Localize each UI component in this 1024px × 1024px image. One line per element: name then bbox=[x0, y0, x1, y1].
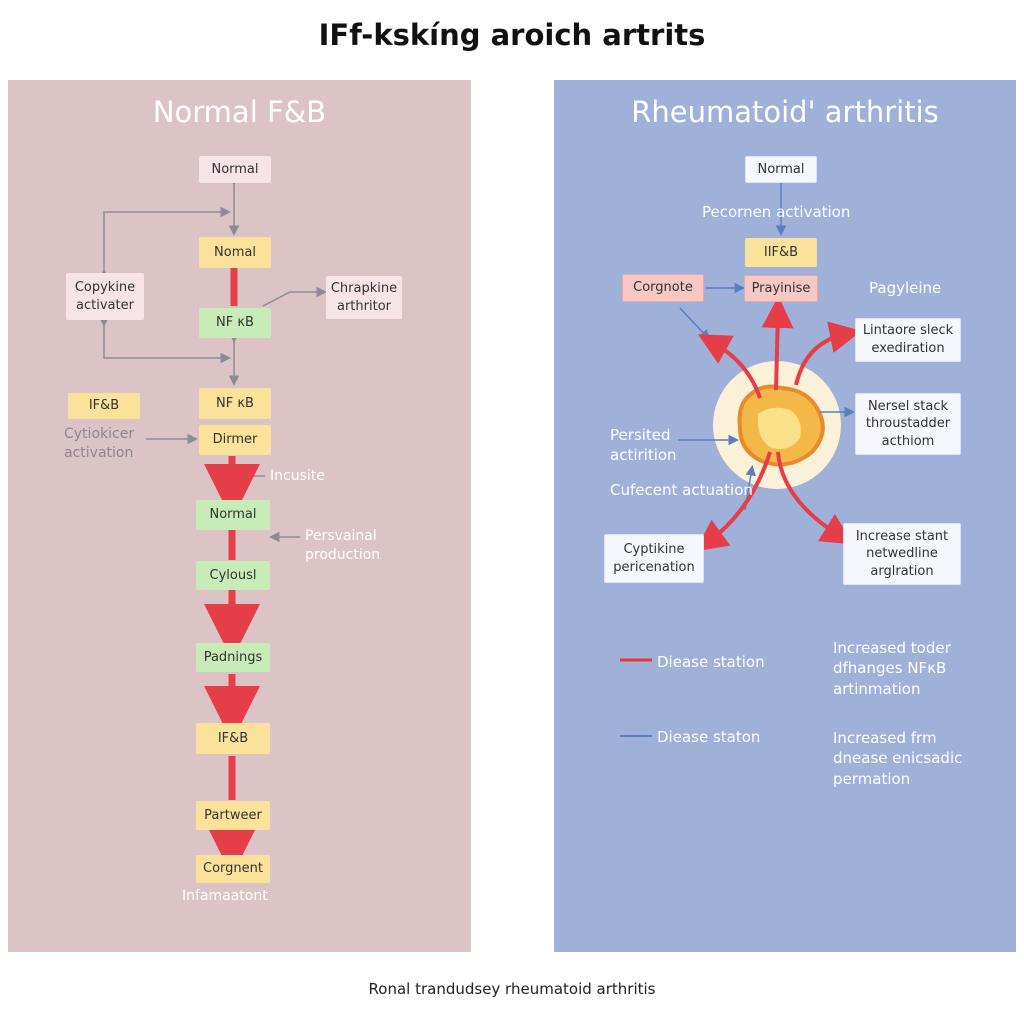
left-label-incusite: Incusite bbox=[270, 467, 325, 486]
left-box-partweer: Partweer bbox=[196, 801, 270, 830]
right-box-increase-stant: Increase stant netwedline arglration bbox=[843, 523, 961, 585]
left-box-ifkb-2: IF&B bbox=[196, 723, 270, 754]
left-box-normal-top: Normal bbox=[199, 156, 271, 183]
right-legend-red-label: Diease station bbox=[657, 652, 765, 672]
left-box-nfkb-2: NF κB bbox=[199, 388, 271, 419]
diagram-caption: Ronal trandudsey rheumatoid arthritis bbox=[0, 980, 1024, 998]
right-box-prayinise: Prayinise bbox=[744, 275, 818, 302]
right-label-cufecent: Cufecent actuation bbox=[610, 480, 753, 500]
right-box-corgnote: Corgnote bbox=[622, 274, 704, 302]
left-box-cytokine-activater: Copykine activater bbox=[66, 273, 144, 320]
right-box-cyptikine: Cyptikine pericenation bbox=[604, 534, 704, 583]
left-label-cytokicer: Cytiokicer activation bbox=[64, 425, 144, 463]
left-box-corgnent: Corgnent bbox=[196, 855, 270, 883]
left-box-nfkb: NF κB bbox=[199, 308, 271, 338]
left-box-ifkb: IF&B bbox=[68, 393, 140, 419]
left-box-normal-mid: Normal bbox=[196, 500, 270, 530]
right-legend-blue-label: Diease staton bbox=[657, 727, 760, 747]
right-label-increased-toder: Increased toder dfhanges NFκB artinmatio… bbox=[833, 638, 973, 699]
right-box-ifkb: IIF&B bbox=[745, 238, 817, 267]
left-box-padnings: Padnings bbox=[196, 643, 270, 672]
left-box-chrapkine: Chrapkine arthritor bbox=[326, 276, 402, 319]
left-box-cylousl: Cylousl bbox=[196, 561, 270, 590]
left-label-infamatont: Infamaatont bbox=[182, 887, 292, 906]
right-label-pagyleine: Pagyleine bbox=[869, 278, 941, 298]
right-box-normal: Normal bbox=[745, 156, 817, 183]
right-box-nersel: Nersel stack throustadder acthiom bbox=[855, 393, 961, 455]
right-label-increased-frm: Increased frm dnease enicsadic permation bbox=[833, 728, 973, 789]
right-label-pecornen: Pecornen activation bbox=[702, 202, 850, 222]
left-label-persvainal: Persvainal production bbox=[305, 527, 395, 565]
right-label-persited: Persited actirition bbox=[610, 425, 690, 466]
left-box-dirmer: Dirmer bbox=[199, 425, 271, 455]
left-box-nomal: Nomal bbox=[199, 237, 271, 268]
right-box-lintaore: Lintaore sleck exediration bbox=[855, 318, 961, 362]
